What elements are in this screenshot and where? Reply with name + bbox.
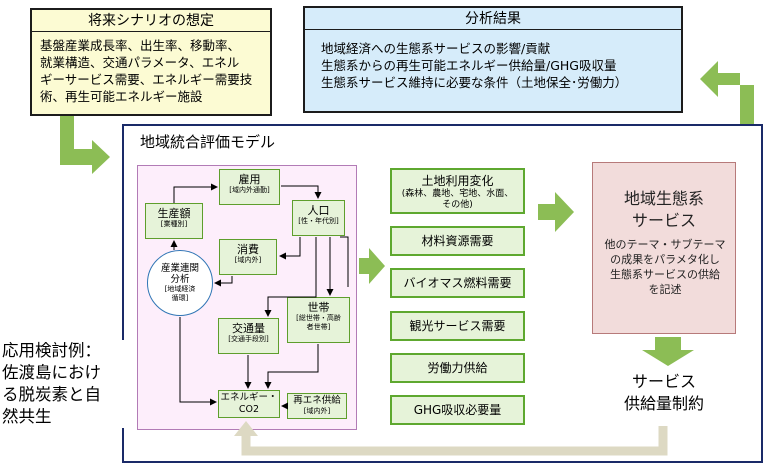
supply-feedback-arrowhead xyxy=(234,421,258,436)
node-traffic: 交通量 [交通手段別] xyxy=(218,318,279,354)
application-example: 応用検討例： 佐渡島におけ る脱炭素と自 然共生 xyxy=(2,340,132,428)
results-body: 地域経済への生態系サービスの影響/貢献 生態系からの再生可能エネルギー供給量/G… xyxy=(321,40,676,91)
supply-constraint-label: サービス 供給量制約 xyxy=(623,372,704,413)
results-line: 生態系サービス維持に必要な条件（土地保全･労働力） xyxy=(321,75,628,90)
ecosystem-title: 地域生態系 サービス xyxy=(623,189,704,230)
node-energy-co2: エネルギー・ CO2 xyxy=(218,390,280,418)
output-land-use-change: 土地利用変化 (森林、農地、宅地、水面、その他) xyxy=(390,168,525,214)
output-material-demand: 材料資源需要 xyxy=(390,226,525,256)
scenario-line: 術、再生可能エネルギー施設 xyxy=(40,89,203,104)
node-population: 人口 [性・年代別] xyxy=(292,200,345,236)
output-tourism-demand: 観光サービス需要 xyxy=(390,311,525,341)
submodel-flow-lines xyxy=(170,183,349,410)
scenario-body: 基盤産業成長率、出生率、移動率、 就業構造、交通パラメータ、エネル ギーサービス… xyxy=(40,37,268,105)
node-employment: 雇用 [域内外通勤] xyxy=(219,169,280,205)
scenario-line: ギーサービス需要、エネルギー需要技 xyxy=(40,72,253,87)
results-box: 分析結果 地域経済への生態系サービスの影響/貢献 生態系からの再生可能エネルギー… xyxy=(303,6,683,113)
ecosystem-description: 他のテーマ・サブテーマ の成果をパラメタ化し 生態系サービスの供給 を記述 xyxy=(604,238,726,296)
results-line: 地域経済への生態系サービスの影響/貢献 xyxy=(321,41,551,56)
output-ghg-absorption: GHG吸収必要量 xyxy=(390,395,525,425)
ecosystem-to-supply-arrow xyxy=(642,337,694,366)
scenario-title: 将来シナリオの想定 xyxy=(32,10,270,32)
model-to-results-arrow xyxy=(700,61,754,124)
scenario-line: 就業構造、交通パラメータ、エネル xyxy=(40,55,240,70)
output-labor-supply: 労働力供給 xyxy=(390,353,525,383)
model-title: 地域統合評価モデル xyxy=(140,133,276,151)
results-line: 生態系からの再生可能エネルギー供給量/GHG吸収量 xyxy=(321,58,617,73)
ecosystem-services-box: 地域生態系 サービス 他のテーマ・サブテーマ の成果をパラメタ化し 生態系サービ… xyxy=(592,162,736,334)
node-household: 世帯 [総世帯・高齢 者世帯] xyxy=(287,297,350,343)
node-production: 生産額 [業種別] xyxy=(145,203,203,239)
outputs-to-ecosystem-arrow xyxy=(538,192,574,232)
scenario-to-model-arrow xyxy=(60,116,110,174)
node-consumption: 消費 [域内外] xyxy=(219,239,277,275)
results-title: 分析結果 xyxy=(305,8,681,30)
output-biomass-fuel-demand: バイオマス燃料需要 xyxy=(390,268,525,298)
supply-feedback-arrow xyxy=(241,426,668,456)
submodel-to-outputs-arrow xyxy=(359,248,385,284)
scenario-box: 将来シナリオの想定 基盤産業成長率、出生率、移動率、 就業構造、交通パラメータ、… xyxy=(30,8,272,116)
node-renewable-supply: 再エネ供給 [域内外] xyxy=(287,393,347,419)
scenario-line: 基盤産業成長率、出生率、移動率、 xyxy=(40,38,241,53)
node-input-output-analysis: 産業連関 分析 [地域経済 循環] xyxy=(147,250,213,316)
